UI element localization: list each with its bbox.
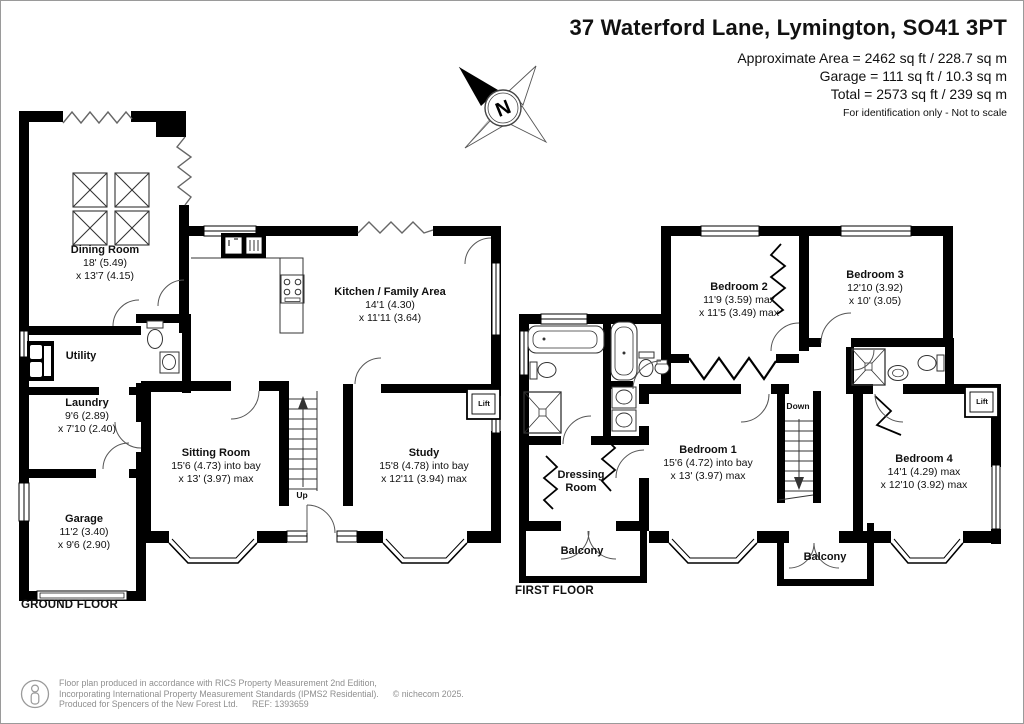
room-label-kitchen: Kitchen / Family Area 14'1 (4.30) x 11'1…: [334, 286, 446, 324]
bay-window-bedroom4: [890, 538, 964, 564]
ground-floor-label: GROUND FLOOR: [21, 599, 118, 611]
room-label-study: Study 15'8 (4.78) into bay x 12'11 (3.94…: [379, 447, 469, 485]
total-area: Total = 2573 sq ft / 239 sq m: [830, 86, 1007, 102]
zigzag-openings: [62, 110, 434, 234]
lift-label-ground: Lift: [478, 399, 490, 408]
person-logo-icon: [20, 679, 50, 709]
shower-room-fixtures: [851, 348, 945, 386]
bay-window-sitting: [168, 538, 258, 564]
ground-floor-plan: [18, 110, 501, 601]
room-label-bedroom3: Bedroom 3 12'10 (3.92) x 10' (3.05): [846, 269, 904, 307]
stairs-up: [289, 391, 318, 491]
cloakroom-fixtures: [146, 320, 180, 374]
room-label-bedroom4: Bedroom 4 14'1 (4.29) max x 12'10 (3.92)…: [880, 453, 968, 491]
room-label-dressing: Dressing Room: [557, 469, 605, 494]
room-label-sitting: Sitting Room 15'6 (4.73) into bay x 13' …: [171, 447, 261, 485]
kitchen-sink-icon: [221, 233, 266, 258]
copyright: © nichecom 2025.: [392, 688, 464, 699]
first-door-arcs: [560, 312, 904, 569]
lift-box-ground: [466, 388, 501, 420]
kitchen-counter: [191, 257, 304, 334]
room-label-balcony-left: Balcony: [560, 545, 604, 557]
stairs-down: [778, 419, 814, 501]
room-label-utility: Utility: [65, 350, 97, 362]
footer-line2: Incorporating International Property Mea…: [59, 688, 464, 699]
approximate-area: Approximate Area = 2462 sq ft / 228.7 sq…: [737, 50, 1007, 66]
footer-line3: Produced for Spencers of the New Forest …: [59, 699, 309, 710]
garage-area: Garage = 111 sq ft / 10.3 sq m: [819, 68, 1007, 84]
bay-window-study: [382, 538, 468, 564]
stairs-down-label: Down: [786, 401, 810, 411]
first-floor-label: FIRST FLOOR: [515, 585, 594, 597]
ensuite-fixtures: [610, 321, 670, 381]
lift-box-first: [964, 386, 999, 418]
room-label-bedroom1: Bedroom 1 15'6 (4.72) into bay x 13' (3.…: [663, 444, 753, 482]
room-label-bedroom2: Bedroom 2 11'9 (3.59) max x 11'5 (3.49) …: [698, 281, 780, 319]
page-title: 37 Waterford Lane, Lymington, SO41 3PT: [569, 15, 1007, 40]
compass-rose: N: [458, 65, 548, 149]
bathroom-fixtures: [523, 325, 605, 434]
garage-door: [36, 590, 128, 601]
not-to-scale-note: For identification only - Not to scale: [843, 107, 1007, 119]
room-label-dining: Dining Room 18' (5.49) x 13'7 (4.15): [70, 244, 140, 282]
twin-basins-icon: [611, 386, 637, 432]
wardrobe-zigzags: [542, 243, 902, 510]
bay-window-bedroom1: [668, 538, 758, 564]
hob-icon: [280, 274, 305, 304]
room-label-balcony-right: Balcony: [803, 551, 847, 563]
footer-text: Floor plan produced in accordance with R…: [59, 678, 464, 710]
utility-sink-icon: [27, 341, 54, 381]
first-walls: [519, 226, 1001, 586]
first-floor-plan: [519, 225, 1001, 586]
footer-line1: Floor plan produced in accordance with R…: [59, 677, 377, 688]
room-label-garage: Garage 11'2 (3.40) x 9'6 (2.90): [57, 513, 111, 551]
lift-label-first: Lift: [976, 397, 988, 406]
skylight-icons: [72, 172, 150, 246]
room-label-laundry: Laundry 9'6 (2.89) x 7'10 (2.40): [57, 397, 117, 435]
first-windows: [519, 225, 1001, 530]
stairs-up-label: Up: [296, 490, 308, 500]
reference-number: REF: 1393659: [251, 699, 309, 710]
header: 37 Waterford Lane, Lymington, SO41 3PT A…: [570, 15, 1008, 119]
footer: Floor plan produced in accordance with R…: [19, 673, 464, 715]
ground-door-arcs: [102, 237, 492, 534]
